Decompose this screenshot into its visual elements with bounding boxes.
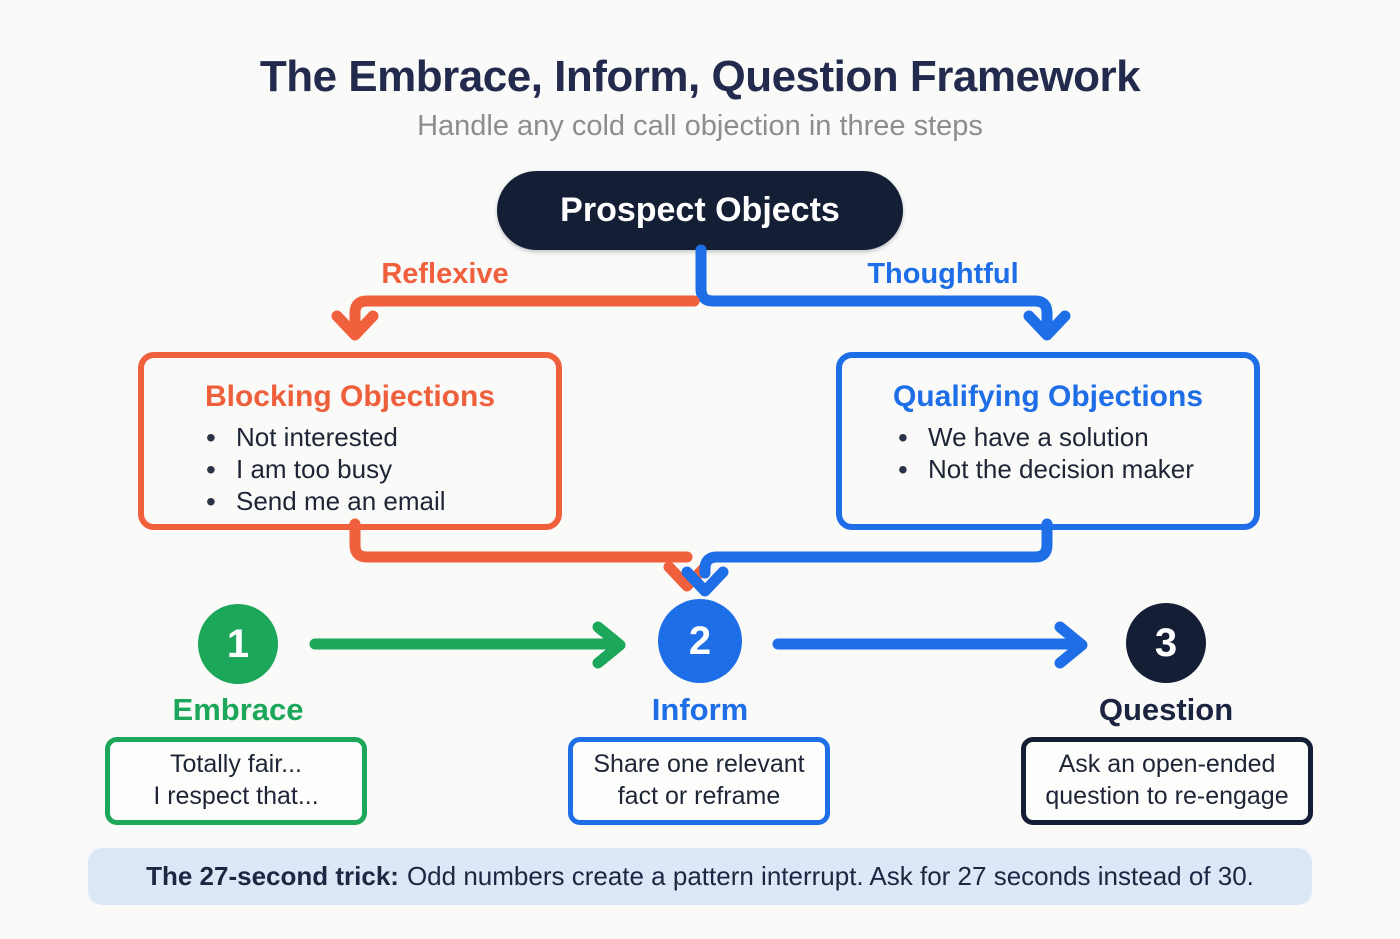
qualifying-objections-list: We have a solution Not the decision make… bbox=[842, 421, 1254, 487]
list-item: Send me an email bbox=[206, 485, 556, 519]
arrow-down-icon bbox=[663, 561, 711, 592]
blocking-objections-title: Blocking Objections bbox=[204, 380, 496, 413]
blocking-objections-box: Blocking Objections Not interested I am … bbox=[138, 352, 562, 530]
note-line: Ask an open-ended bbox=[1058, 750, 1276, 779]
footer-tip-highlight: The 27-second trick: bbox=[146, 861, 399, 891]
note-line: fact or reframe bbox=[617, 782, 781, 810]
step-number: 2 bbox=[688, 618, 712, 663]
page-title: The Embrace, Inform, Question Framework bbox=[259, 52, 1141, 101]
step-label-inform: Inform bbox=[651, 692, 749, 727]
step-label-question: Question bbox=[1098, 692, 1234, 727]
step-circle-inform: 2 bbox=[658, 599, 742, 683]
blocking-objections-list: Not interested I am too busy Send me an … bbox=[144, 421, 556, 519]
footer-tip-text: Odd numbers create a pattern interrupt. … bbox=[406, 861, 1254, 891]
branch-label-reflexive: Reflexive bbox=[381, 258, 509, 290]
list-item: I am too busy bbox=[206, 453, 556, 487]
list-item: Not the decision maker bbox=[898, 453, 1254, 487]
reflexive-connector-line bbox=[349, 295, 700, 328]
root-node-prospect-objects: Prospect Objects bbox=[497, 171, 903, 250]
step-label-embrace: Embrace bbox=[172, 692, 304, 727]
step-number: 3 bbox=[1154, 620, 1178, 665]
list-item: We have a solution bbox=[898, 421, 1254, 455]
footer-tip-bar: The 27-second trick: Odd numbers create … bbox=[88, 848, 1312, 905]
note-line: Totally fair... bbox=[170, 750, 302, 779]
question-note-box: Ask an open-ended question to re-engage bbox=[1021, 737, 1313, 825]
embrace-note-box: Totally fair... I respect that... bbox=[105, 737, 367, 825]
page-subtitle: Handle any cold call objection in three … bbox=[417, 110, 983, 142]
arrow-down-icon bbox=[331, 310, 379, 341]
step-circle-question: 3 bbox=[1126, 603, 1206, 683]
arrow-down-icon bbox=[1023, 310, 1071, 341]
qualifying-objections-title: Qualifying Objections bbox=[892, 380, 1204, 413]
note-line: question to re-engage bbox=[1045, 782, 1289, 810]
note-line: Share one relevant bbox=[593, 750, 805, 779]
root-node-label: Prospect Objects bbox=[560, 191, 840, 229]
list-item: Not interested bbox=[206, 421, 556, 455]
branch-label-thoughtful: Thoughtful bbox=[867, 258, 1019, 290]
qualifying-to-inform-line bbox=[699, 518, 1053, 579]
arrow-down-icon bbox=[681, 566, 729, 597]
step-circle-embrace: 1 bbox=[198, 604, 278, 684]
step-number: 1 bbox=[226, 621, 250, 666]
arrow-right-icon bbox=[592, 621, 626, 669]
inform-note-box: Share one relevant fact or reframe bbox=[568, 737, 830, 825]
note-line: I respect that... bbox=[153, 782, 319, 810]
qualifying-objections-box: Qualifying Objections We have a solution… bbox=[836, 352, 1260, 530]
arrow-right-icon bbox=[1054, 621, 1088, 669]
